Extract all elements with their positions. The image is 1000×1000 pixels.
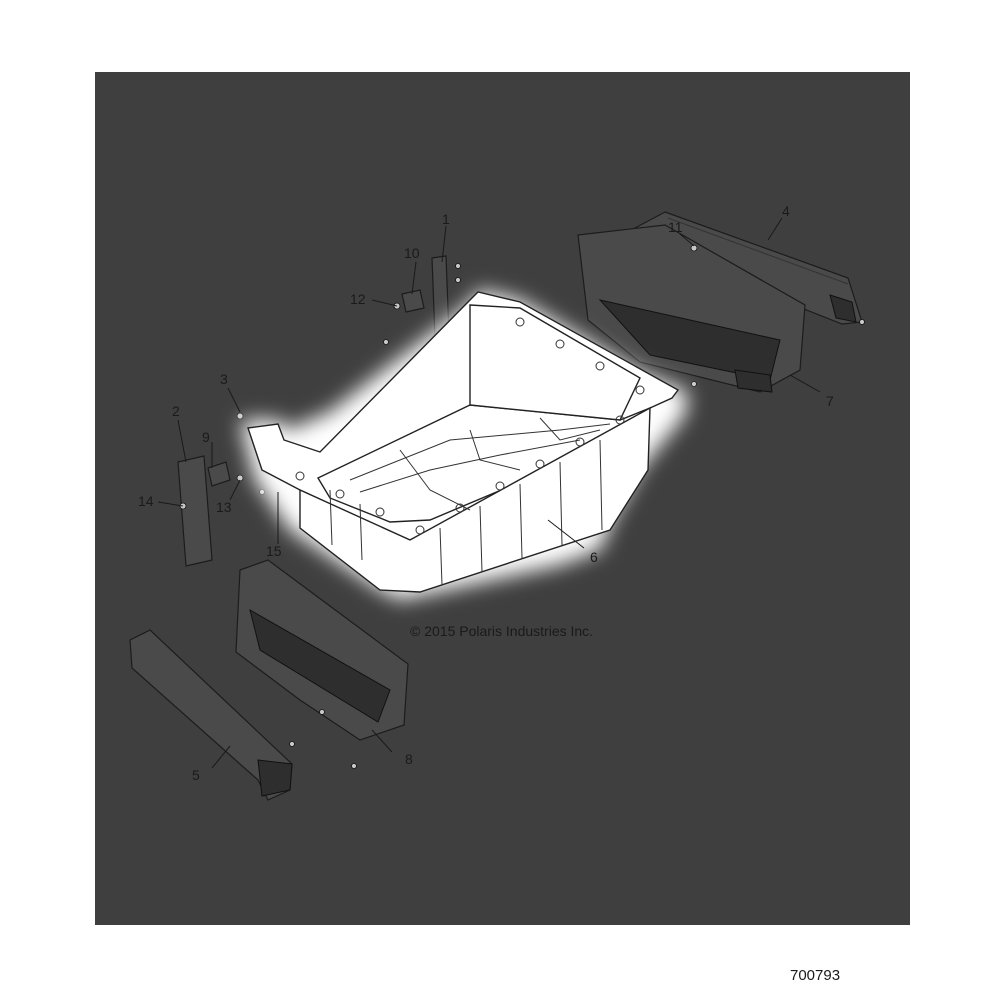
part-5-side-panel[interactable] — [129, 629, 293, 801]
callout-1[interactable]: 1 — [442, 211, 450, 227]
callout-15[interactable]: 15 — [266, 543, 282, 559]
callout-5[interactable]: 5 — [192, 767, 200, 783]
callout-7[interactable]: 7 — [826, 393, 834, 409]
callout-3[interactable]: 3 — [220, 371, 228, 387]
fastener-11 — [690, 244, 698, 252]
fastener-c — [383, 339, 389, 345]
callout-9[interactable]: 9 — [202, 429, 210, 445]
fastener-b — [455, 277, 461, 283]
fastener-g — [319, 709, 325, 715]
callout-8[interactable]: 8 — [405, 751, 413, 767]
part-8-front-panel[interactable] — [235, 559, 409, 741]
fastener-i — [289, 741, 295, 747]
copyright-notice: © 2015 Polaris Industries Inc. — [410, 623, 593, 639]
callout-10[interactable]: 10 — [404, 245, 420, 261]
part-9-clip[interactable] — [207, 461, 231, 487]
callout-4[interactable]: 4 — [782, 203, 790, 219]
callout-2[interactable]: 2 — [172, 403, 180, 419]
part-6-cargo-box[interactable] — [247, 291, 680, 593]
fastener-group — [179, 244, 865, 769]
callout-6[interactable]: 6 — [590, 549, 598, 565]
diagram-id: 700793 — [790, 967, 840, 984]
fastener-d — [691, 381, 697, 387]
fastener-h — [351, 763, 357, 769]
part-7-rear-panel[interactable] — [577, 224, 806, 393]
callout-14[interactable]: 14 — [138, 493, 154, 509]
callout-labels: 1 2 3 4 5 6 7 8 9 10 11 12 13 14 15 — [138, 203, 834, 783]
fastener-e — [859, 319, 865, 325]
callout-13[interactable]: 13 — [216, 499, 232, 515]
leader-lines — [157, 217, 821, 769]
part-2-bracket[interactable] — [177, 455, 213, 567]
fastener-3 — [236, 412, 244, 420]
part-10-clip[interactable] — [401, 289, 425, 313]
callout-11[interactable]: 11 — [668, 219, 683, 235]
fastener-a — [455, 263, 461, 269]
callout-12[interactable]: 12 — [350, 291, 366, 307]
